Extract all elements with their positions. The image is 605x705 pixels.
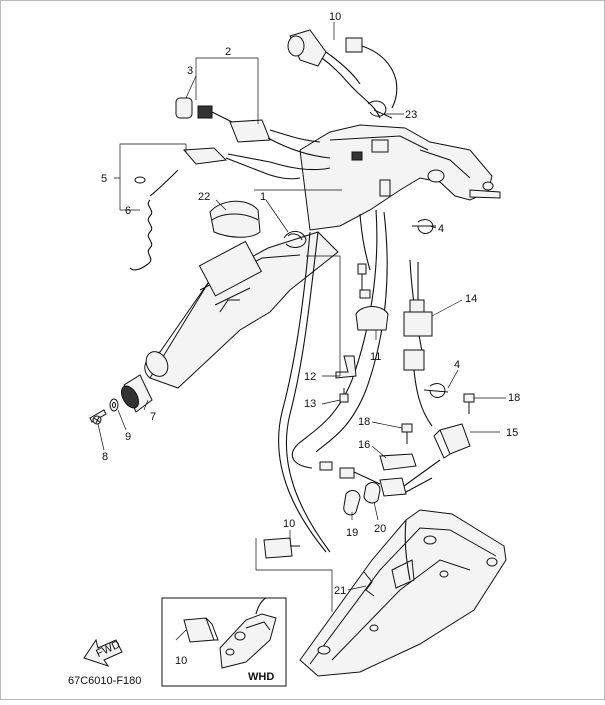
callout-14: 13 (304, 398, 316, 410)
coupler (403, 349, 433, 427)
clamp (283, 231, 307, 248)
clip-upper (412, 219, 436, 234)
callout-10-main: 10 (283, 518, 295, 530)
callout-4-upper: 4 (438, 223, 444, 235)
grommet (379, 453, 417, 471)
callout-12: 11 (370, 351, 381, 363)
callout-7: 7 (150, 411, 156, 423)
bolt (339, 388, 349, 403)
callout-21: 21 (334, 585, 346, 597)
spring-clip (363, 571, 375, 597)
connector-10 (263, 537, 300, 559)
callout-18-right: 18 (508, 392, 520, 404)
callout-5: 5 (101, 173, 107, 185)
callout-15: 14 (465, 293, 477, 305)
callout-16: 15 (506, 427, 518, 439)
callout-18-left: 18 (358, 416, 370, 428)
main-switch (175, 97, 331, 159)
grommet-20 (363, 482, 381, 504)
grommet-19 (343, 490, 361, 516)
connector-chain (319, 459, 441, 497)
callout-1: 1 (260, 191, 266, 203)
callout-6: 6 (125, 205, 131, 217)
rectifier-connector (403, 262, 433, 337)
washer (109, 398, 119, 412)
callout-13: 12 (304, 371, 316, 383)
cable-clamp (367, 100, 393, 119)
leader-lines (97, 22, 506, 612)
callout-2: 2 (225, 46, 231, 58)
upper-bracket (299, 124, 501, 231)
callout-9: 9 (125, 431, 131, 443)
bracket (335, 355, 357, 379)
lanyard-cord (129, 169, 179, 271)
callout-4-lower: 4 (454, 359, 460, 371)
fwd-arrow: FWD (83, 639, 123, 667)
bolt-18-left (401, 423, 413, 444)
lanyard-switch (182, 147, 331, 180)
inset-label: WHD (248, 671, 274, 683)
engine-stop-switch (287, 29, 398, 119)
relay (433, 423, 471, 459)
callout-23: 23 (405, 109, 417, 121)
callout-8: 8 (102, 451, 108, 463)
bottom-cowling (299, 509, 507, 677)
cover (209, 200, 261, 238)
tiller-handle (144, 231, 339, 389)
inset-whd (161, 597, 287, 687)
callouts: 10 2 3 23 5 6 22 1 4 14 11 12 4 18 13 7 … (101, 11, 520, 667)
callout-17: 16 (358, 439, 370, 451)
callout-11: 10 (329, 11, 341, 23)
callout-10-inset: 10 (175, 655, 187, 667)
clip-lower (423, 383, 449, 398)
bolt-18-right (463, 393, 475, 414)
diagram-code: 67C6010-F180 (68, 675, 141, 687)
wire-connector-clamp (355, 263, 389, 331)
callout-22: 22 (198, 191, 210, 203)
throttle-grip (120, 374, 153, 413)
screw (89, 409, 107, 425)
callout-3: 3 (187, 65, 193, 77)
callout-20: 20 (374, 523, 386, 535)
callout-19: 19 (346, 527, 358, 539)
